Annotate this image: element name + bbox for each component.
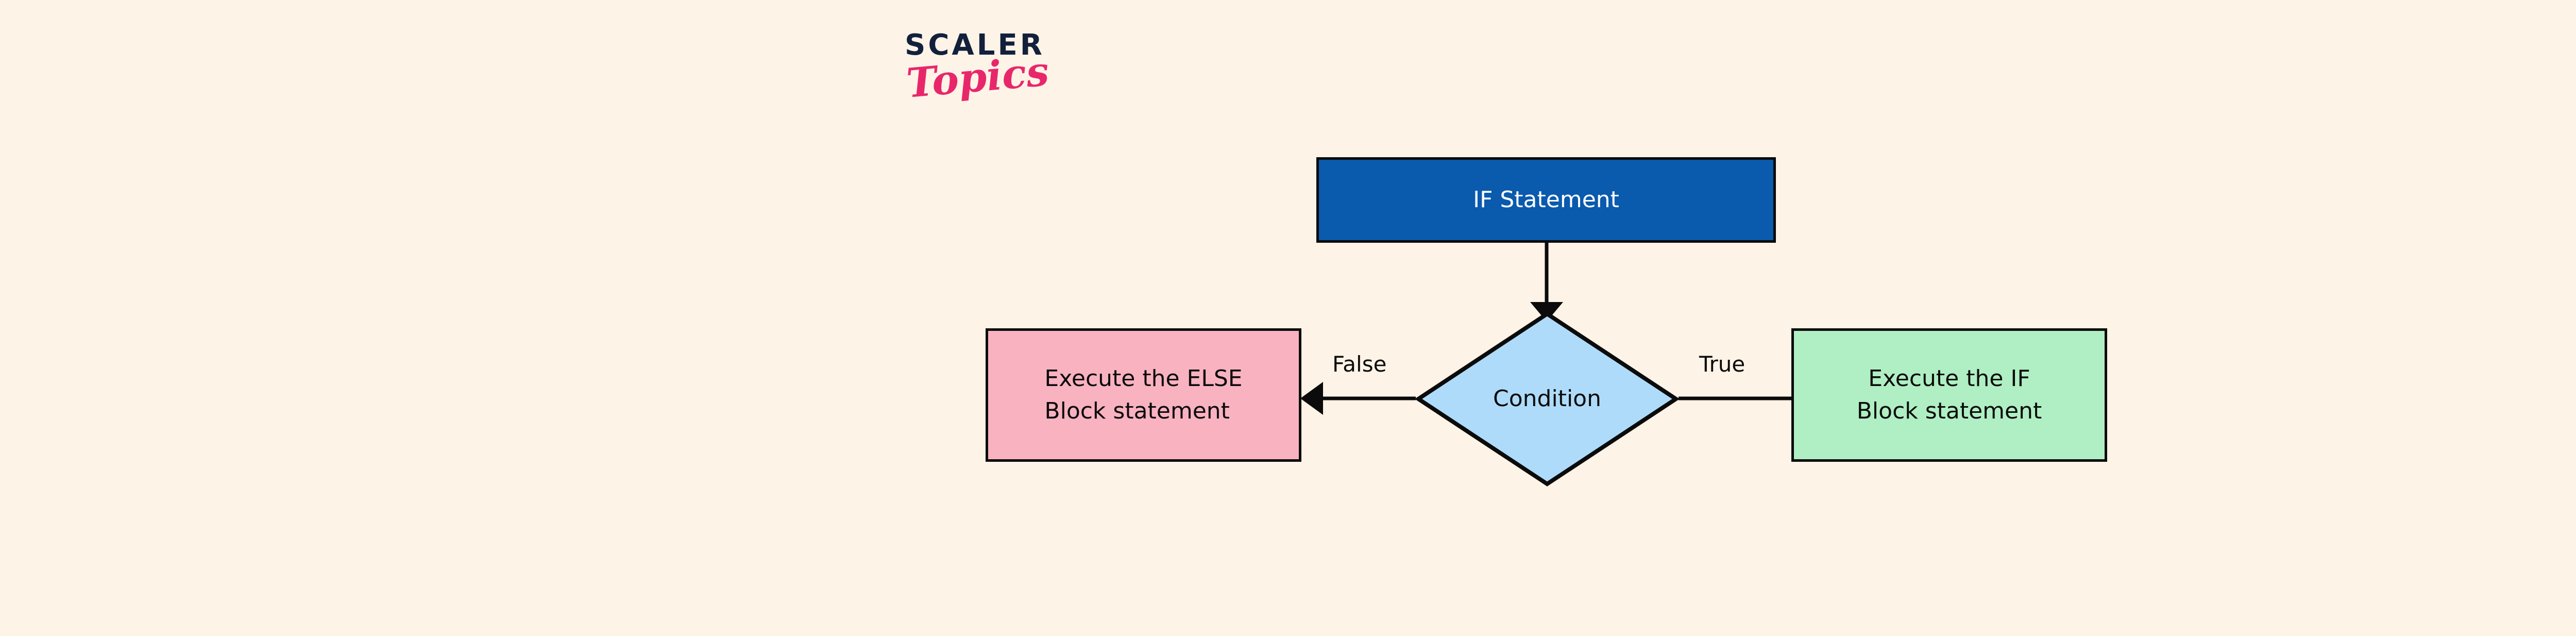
logo-wordmark-topics: Topics [904,48,1051,107]
edge-label-true: True [1699,352,1745,377]
node-if-statement[interactable]: IF Statement [1316,157,1776,243]
connector-condition-to-else [1300,382,1416,415]
node-condition[interactable]: Condition [1416,311,1679,487]
edge-label-false: False [1332,352,1387,377]
connector-if-to-condition [1530,243,1563,322]
diamond-shape [1416,311,1679,487]
node-condition-label: Condition [1493,385,1601,412]
scaler-topics-logo: SCALER Topics [905,31,1070,139]
node-if-block[interactable]: Execute the IF Block statement [1791,328,2107,462]
node-else-block[interactable]: Execute the ELSE Block statement [986,328,1301,462]
node-if-block-label: Execute the IF Block statement [1856,365,2042,424]
node-if-statement-label: IF Statement [1473,186,1619,213]
node-else-block-label: Execute the ELSE Block statement [1044,365,1243,424]
logo-wordmark-scaler: SCALER [905,28,1045,62]
